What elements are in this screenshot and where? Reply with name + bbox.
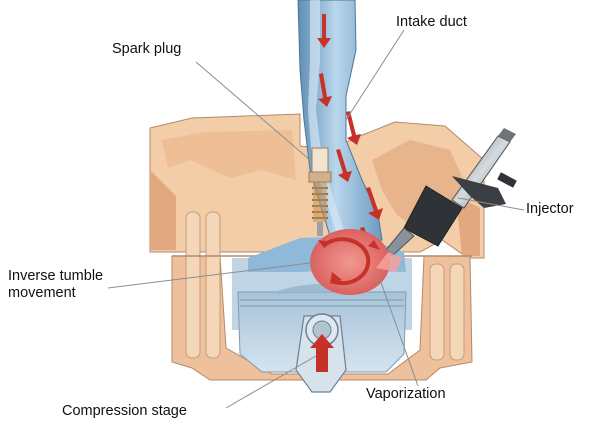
label-intake-duct: Intake duct xyxy=(396,14,467,31)
label-tumble-line2: movement xyxy=(8,285,103,302)
label-compression-stage: Compression stage xyxy=(62,403,187,420)
label-tumble-line1: Inverse tumble xyxy=(8,268,103,285)
label-spark-plug: Spark plug xyxy=(112,41,181,58)
label-inverse-tumble-movement: Inverse tumble movement xyxy=(8,268,103,302)
label-vaporization: Vaporization xyxy=(366,386,446,403)
inverse-tumble-region xyxy=(310,229,390,295)
label-injector: Injector xyxy=(526,201,574,218)
